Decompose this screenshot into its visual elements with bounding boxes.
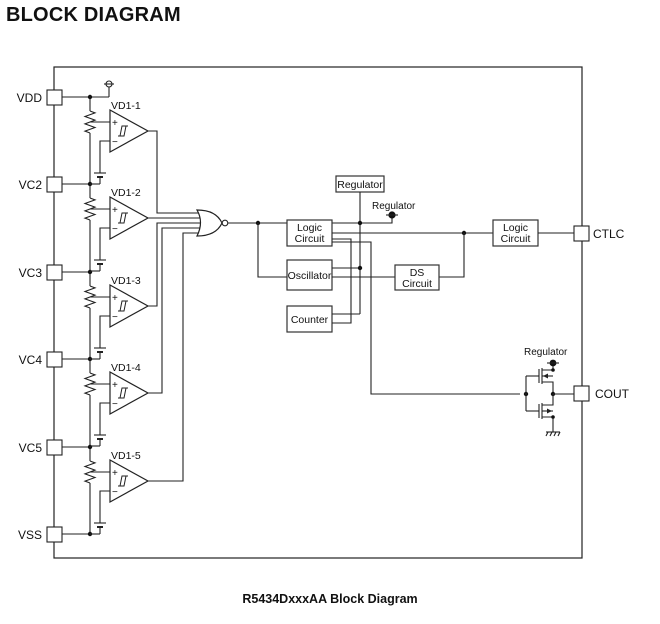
pin-vc4[interactable]: VC4 xyxy=(19,351,93,368)
counter-label: Counter xyxy=(291,314,329,326)
pin-label: COUT xyxy=(595,387,630,401)
comparator-icon: +− xyxy=(109,108,150,154)
logic-circuit-block: Logic Circuit xyxy=(286,219,333,247)
pin-label: VC5 xyxy=(19,441,43,455)
ds-circuit-label-line1: DS xyxy=(410,267,425,279)
cmos-output-stage: Regulator xyxy=(523,347,574,437)
page-title: BLOCK DIAGRAM xyxy=(6,4,181,26)
regulator-block: Regulator xyxy=(335,175,385,314)
comparator-icon: +− xyxy=(109,370,150,416)
regulator-supply-1: Regulator xyxy=(327,201,416,226)
comparator-stage: +−VD1-2 xyxy=(83,187,150,272)
nor-output-net xyxy=(228,220,287,278)
reference-voltage-icon xyxy=(94,347,106,353)
nor-gate-icon xyxy=(195,209,229,237)
pin-vc5[interactable]: VC5 xyxy=(19,439,93,456)
comparator-stages: +−VD1-1+−VD1-2+−VD1-3+−VD1-4+−VD1-5 xyxy=(83,100,150,535)
pin-label: CTLC xyxy=(593,227,625,241)
ic-outline xyxy=(53,66,583,559)
logic-circuit-2-label-line2: Circuit xyxy=(501,233,531,245)
pin-ctlc[interactable]: CTLC xyxy=(573,225,625,242)
reference-voltage-icon xyxy=(94,172,106,178)
comparator-icon: +− xyxy=(109,195,150,241)
comparator-label: VD1-5 xyxy=(111,450,141,462)
minus-sign: − xyxy=(112,399,118,410)
ds-circuit-block: DS Circuit xyxy=(394,264,440,291)
regulator-supply-label: Regulator xyxy=(372,201,416,212)
ground-icon xyxy=(545,431,561,437)
comparator-label: VD1-2 xyxy=(111,187,141,199)
plus-sign: + xyxy=(112,205,118,216)
logic-circuit-2-label-line1: Logic xyxy=(503,222,528,234)
left-pins: VDD VC2 VC3 VC4 VC5 xyxy=(17,89,93,543)
pin-label: VC4 xyxy=(19,353,43,367)
comparator-stage: +−VD1-3 xyxy=(83,275,150,360)
comparator-stage: +−VD1-4 xyxy=(83,362,150,447)
pin-vc3[interactable]: VC3 xyxy=(19,264,93,281)
minus-sign: − xyxy=(112,224,118,235)
comparator-output-bus xyxy=(148,130,200,482)
pin-vc2[interactable]: VC2 xyxy=(19,176,93,193)
regulator-label: Regulator xyxy=(337,179,383,191)
oscillator-block: Oscillator xyxy=(286,259,333,291)
plus-sign: + xyxy=(112,293,118,304)
comparator-stage: +−VD1-1 xyxy=(83,100,150,185)
ds-circuit-label-line2: Circuit xyxy=(402,278,432,290)
vdd-wiring xyxy=(62,80,114,100)
logic-circuit-label-line1: Logic xyxy=(297,222,322,234)
reference-voltage-icon xyxy=(94,434,106,440)
logic-circuit-2-block: Logic Circuit xyxy=(492,219,574,247)
reference-voltage-icon xyxy=(94,259,106,265)
pin-label: VDD xyxy=(17,91,43,105)
reference-voltage-icon xyxy=(94,522,106,528)
plus-sign: + xyxy=(112,118,118,129)
comparator-label: VD1-3 xyxy=(111,275,141,287)
plus-sign: + xyxy=(112,468,118,479)
comparator-icon: +− xyxy=(109,283,150,329)
pin-vss[interactable]: VSS xyxy=(18,526,93,543)
minus-sign: − xyxy=(112,487,118,498)
control-wiring xyxy=(332,230,520,395)
logic-circuit-label-line2: Circuit xyxy=(295,233,325,245)
minus-sign: − xyxy=(112,312,118,323)
comparator-stage: +−VD1-5 xyxy=(83,450,150,535)
pin-label: VSS xyxy=(18,528,42,542)
pin-vdd[interactable]: VDD xyxy=(17,89,63,106)
figure-caption: R5434DxxxAA Block Diagram xyxy=(242,592,418,606)
counter-block: Counter xyxy=(286,305,333,333)
regulator-supply-2-label: Regulator xyxy=(524,347,568,358)
minus-sign: − xyxy=(112,137,118,148)
pin-label: VC3 xyxy=(19,266,43,280)
comparator-icon: +− xyxy=(109,458,150,504)
comparator-label: VD1-1 xyxy=(111,100,141,112)
pin-label: VC2 xyxy=(19,178,43,192)
oscillator-label: Oscillator xyxy=(288,270,332,282)
pin-cout[interactable]: COUT xyxy=(573,385,630,402)
plus-sign: + xyxy=(112,380,118,391)
comparator-label: VD1-4 xyxy=(111,362,141,374)
